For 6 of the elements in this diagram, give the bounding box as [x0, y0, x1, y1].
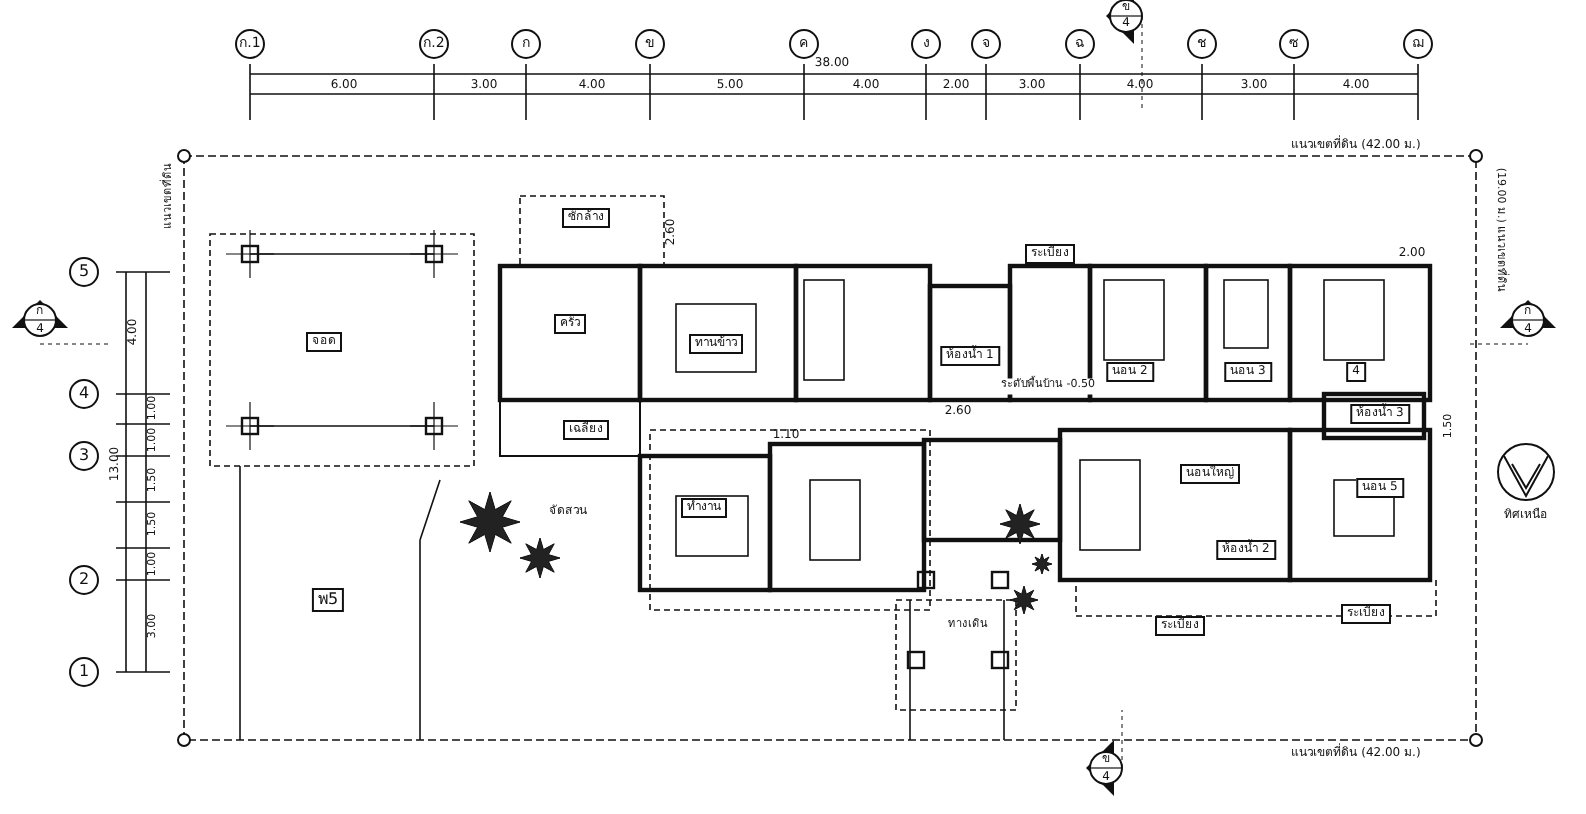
- grid-label: 1: [78, 664, 90, 680]
- grid-label: 2: [78, 572, 90, 588]
- grid-label: 4: [78, 386, 90, 402]
- grid-label: 5: [78, 264, 90, 280]
- plan-note: พ5: [311, 588, 345, 612]
- grid-label: 3: [78, 448, 90, 464]
